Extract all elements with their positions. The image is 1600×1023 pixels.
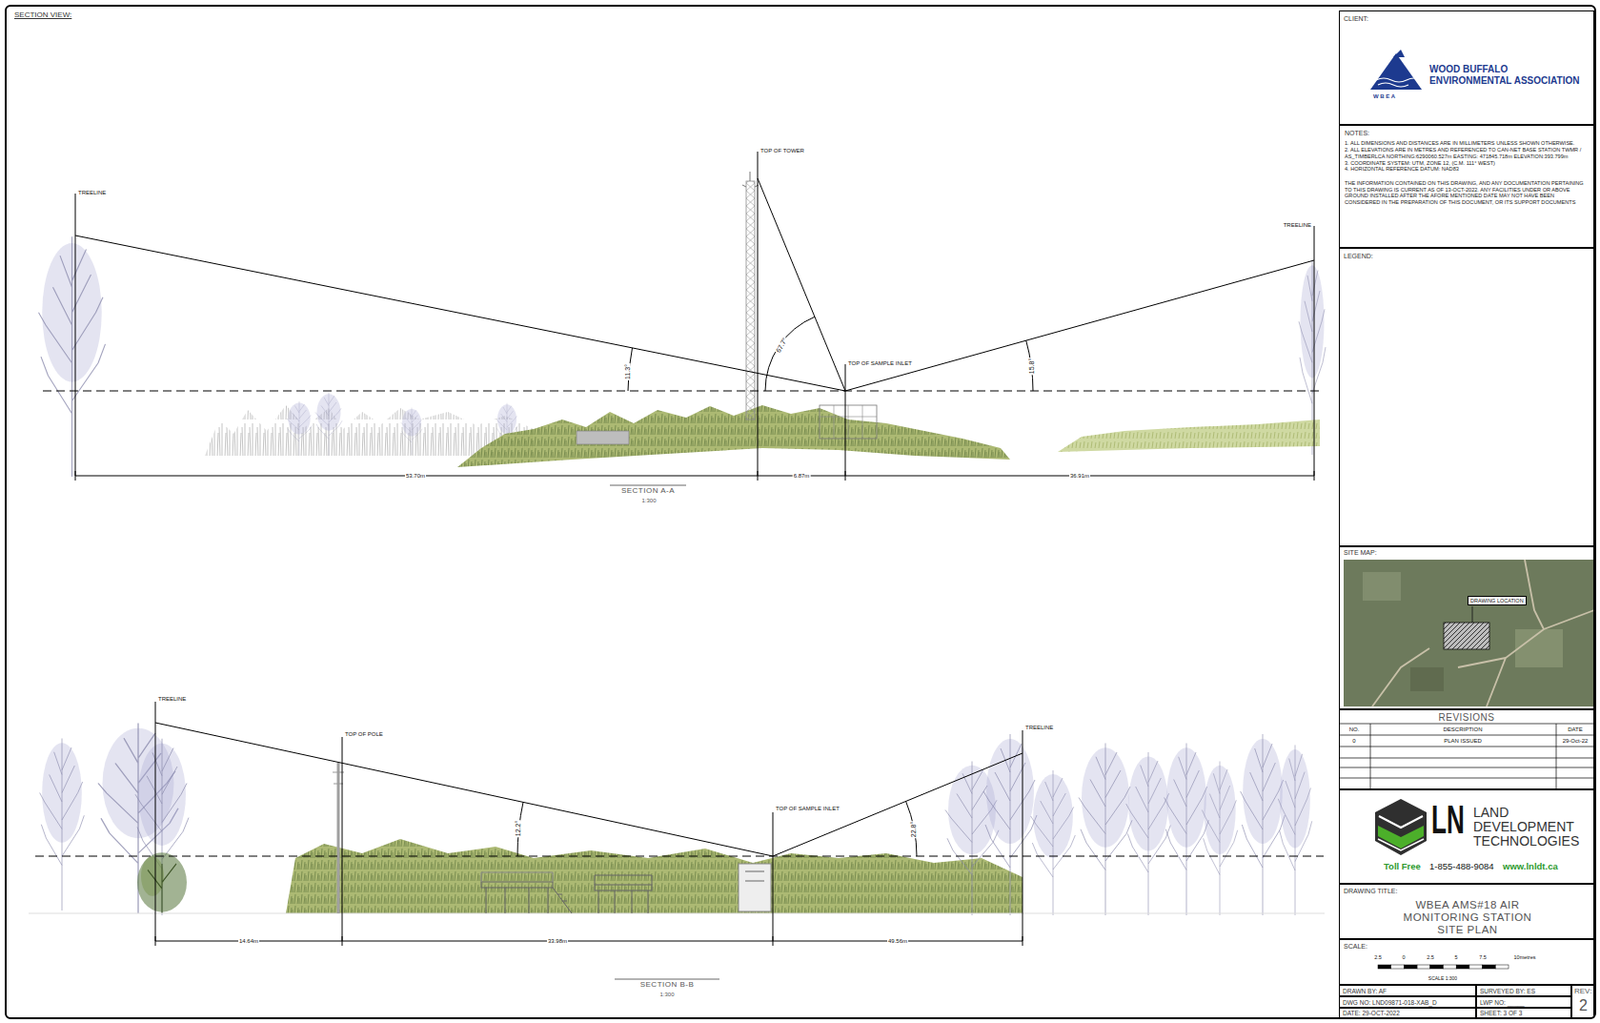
panel-heading: SCALE: [1343, 942, 1368, 951]
section-scale: 1:300 [659, 991, 674, 997]
site-map-panel: SITE MAP: DRAWING LOCATION [1338, 546, 1595, 709]
treeline-label: TREELINE [1025, 724, 1054, 730]
table-cell: PLAN ISSUED [1443, 737, 1482, 744]
angle-value: 15.8° [1028, 357, 1035, 375]
title-cell: DATE: 29-OCT-2022 [1338, 1007, 1477, 1018]
panel-heading: SHEET: 3 OF 3 [1479, 1009, 1522, 1016]
panel-heading: SURVEYED BY: ES [1479, 987, 1536, 994]
panel-text: WOOD BUFFALO ENVIRONMENTAL ASSOCIATION [1429, 63, 1580, 87]
panel-heading: DATE: 29-OCT-2022 [1342, 1009, 1400, 1016]
elevation-label: TOP OF POLE [344, 730, 384, 737]
dimension-value: 36.91m [1069, 472, 1091, 479]
section-b-vegetation [28, 723, 1325, 916]
title-cell: SHEET: 3 OF 3 [1476, 1007, 1572, 1018]
site-structures [332, 762, 771, 913]
panel-heading: LN [1431, 799, 1465, 840]
elevation-label: TOP OF TOWER [760, 147, 805, 154]
table-cell: DATE [1567, 726, 1583, 732]
angle-value: 12.2° [514, 819, 522, 837]
section-b-lines [35, 701, 1324, 979]
panel-text: W B E A [1373, 93, 1396, 101]
title-cell: SURVEYED BY: ES [1476, 984, 1572, 996]
panel-heading: REV: [1574, 986, 1592, 995]
treeline-label: TREELINE [78, 189, 106, 196]
section-title: SECTION A-A [621, 486, 675, 495]
revision-cell: REV: 2 [1571, 984, 1595, 1018]
dimension-value: 14.64m [238, 937, 260, 944]
panel-text: 3. COORDINATE SYSTEM: UTM, ZONE 12, (C.M… [1344, 160, 1589, 167]
panel-text: 1. ALL DIMENSIONS AND DISTANCES ARE IN M… [1344, 140, 1589, 147]
panel-text: Toll Free [1383, 861, 1421, 872]
panel-text: DRAWING LOCATION [1467, 595, 1527, 606]
table-cell: DESCRIPTION [1442, 726, 1482, 732]
table-cell: 0 [1352, 737, 1356, 744]
wbea-logo [1370, 49, 1422, 90]
section-title: SECTION B-B [640, 980, 695, 989]
panel-heading: LWP NO: _____ [1479, 998, 1525, 1006]
notes-panel: NOTES: 1. ALL DIMENSIONS AND DISTANCES AR… [1338, 124, 1595, 248]
panel-heading: LEGEND: [1343, 252, 1374, 261]
panel-text: LAND DEVELOPMENT TECHNOLOGIES [1473, 805, 1592, 849]
section-a-lines [42, 151, 1324, 486]
scale-bar [1377, 964, 1509, 969]
scale-number: 2.5 [1374, 954, 1382, 961]
dimension-value: 6.87m [792, 472, 811, 479]
angle-value: 67.7° [774, 335, 790, 355]
title-cell: DWG NO: LND09871-018-XAB_D [1338, 995, 1477, 1008]
angle-value: 22.8° [910, 820, 917, 838]
panel-text: 2. ALL ELEVATIONS ARE IN METRES AND REFE… [1344, 146, 1589, 160]
site-map-image [1343, 559, 1595, 707]
legend-panel: LEGEND: [1338, 247, 1595, 547]
scale-number: 7.5 [1478, 954, 1487, 961]
panel-heading: DRAWING TITLE: [1343, 887, 1398, 895]
dimension-value: 33.98m [546, 937, 568, 944]
scale-number: 5 [1454, 954, 1458, 961]
section-scale: 1:300 [641, 497, 656, 504]
revision-table-grid [1338, 723, 1595, 790]
scale-note: SCALE 1:300 [1428, 975, 1458, 981]
elevation-label: TOP OF SAMPLE INLET [848, 360, 912, 366]
sheet-frame [5, 5, 1596, 1018]
scale-panel: SCALE: [1338, 938, 1595, 985]
panel-text: WBEA AMS#18 AIR MONITORING STATION SITE … [1391, 898, 1544, 936]
title-cell: DRAWN BY: AF [1338, 984, 1477, 996]
scale-number: 2.5 [1426, 954, 1435, 961]
title-cell: LWP NO: _____ [1476, 995, 1572, 1008]
angle-value: 11.3° [624, 363, 631, 381]
drawing-title-panel: DRAWING TITLE: WBEA AMS#18 AIR MONITORING… [1338, 883, 1595, 939]
panel-text: 4. HORIZONTAL REFERENCE DATUM: NAD83 [1344, 165, 1589, 173]
treeline-label: TREELINE [158, 695, 186, 702]
panel-heading: CLIENT: [1343, 15, 1369, 23]
panel-heading: SITE MAP: [1343, 548, 1378, 557]
client-panel: CLIENT: WOOD BUFFALO ENVIRONMENTAL ASSOCI… [1338, 10, 1595, 125]
panel-heading: REVISIONS [1339, 711, 1594, 724]
dimension-value: 49.56m [887, 937, 909, 944]
table-cell: 29-Oct-22 [1562, 737, 1589, 744]
revisions-panel: REVISIONS [1338, 708, 1595, 790]
panel-heading: NOTES: [1344, 129, 1589, 138]
panel-text: 1-855-488-9084 [1429, 861, 1495, 872]
scale-number: 0 [1401, 954, 1405, 961]
tower-symbol [742, 171, 759, 420]
elevation-label: TOP OF SAMPLE INLET [775, 805, 840, 811]
scale-number: 10metres [1514, 954, 1537, 961]
company-logo-panel: LNLAND DEVELOPMENT TECHNOLOGIES Toll Free… [1338, 789, 1595, 884]
panel-heading: DRAWN BY: AF [1342, 987, 1387, 994]
panel-text: www.lnldt.ca [1502, 861, 1559, 872]
sheet-heading: SECTION VIEW: [14, 11, 72, 20]
ln-logo [1375, 798, 1427, 855]
panel-text: 2 [1579, 997, 1588, 1013]
panel-text: THE INFORMATION CONTAINED ON THIS DRAWIN… [1344, 180, 1589, 206]
table-cell: NO. [1349, 726, 1360, 732]
section-a-vegetation [39, 236, 1327, 477]
treeline-label: TREELINE [1283, 222, 1312, 228]
dimension-value: 53.70m [405, 472, 426, 479]
panel-heading: DWG NO: LND09871-018-XAB_D [1342, 998, 1438, 1006]
